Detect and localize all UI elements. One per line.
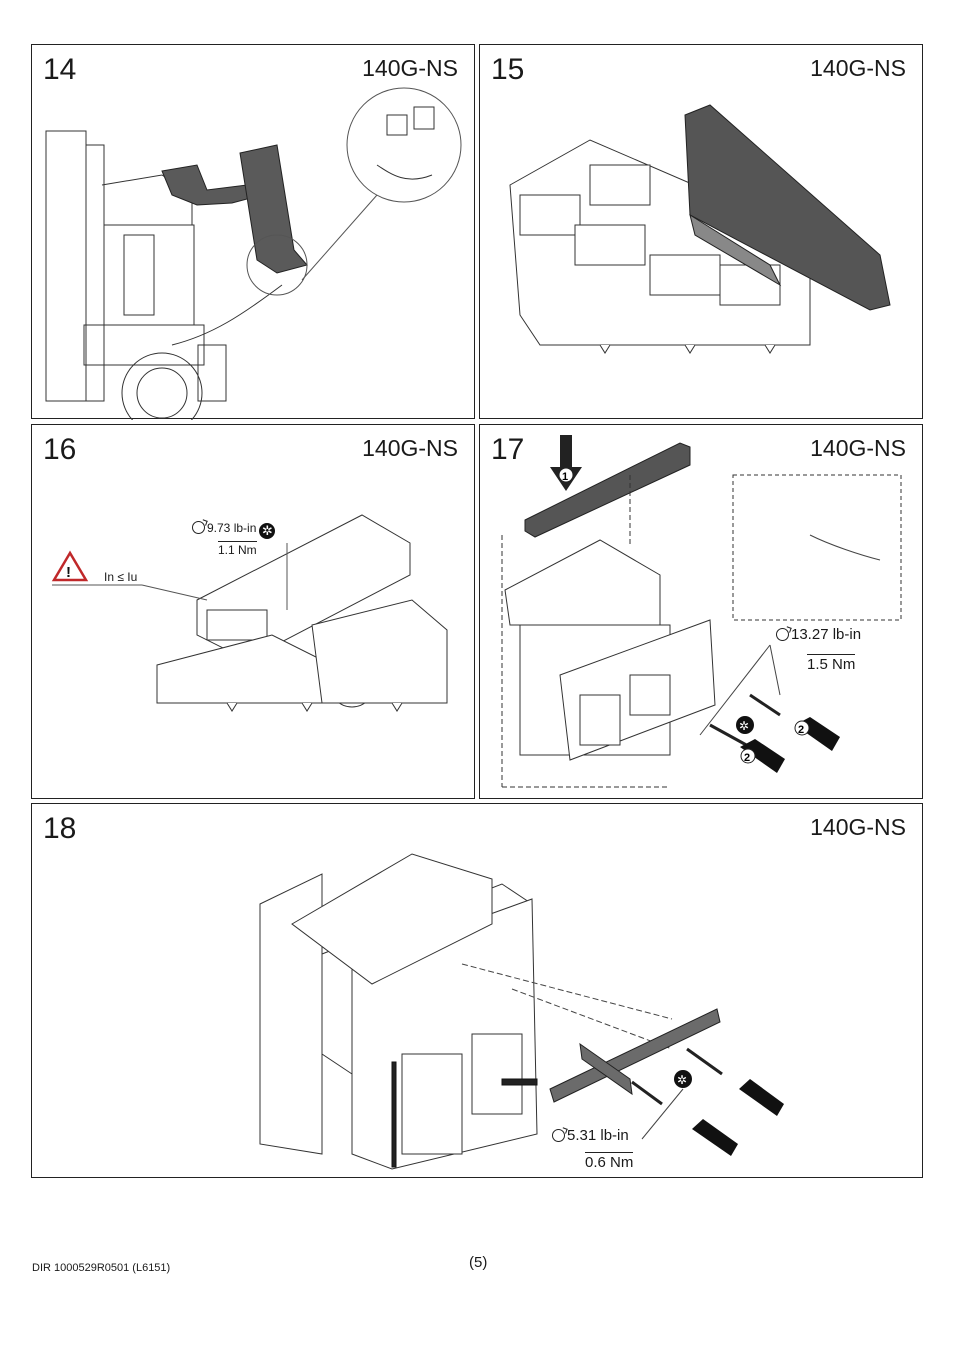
model-label: 140G-NS — [362, 435, 458, 461]
torque-lbin: 9.73 lb-in — [207, 521, 257, 535]
illustration-step-15 — [509, 104, 891, 354]
torx-screw-icon: ✲ — [259, 523, 276, 539]
push-arrow-icon — [692, 1079, 784, 1156]
torque-lbin: 13.27 lb-in — [791, 626, 862, 643]
torque-nm-16: 1.1 Nm — [218, 541, 257, 557]
model-label: 140G-NS — [810, 55, 906, 81]
warning-triangle-icon: ! — [51, 550, 89, 582]
callout-1: 1 — [562, 471, 568, 483]
page-number: (5) — [469, 1254, 488, 1271]
panel-step-14: 14 140G-NS — [31, 44, 475, 420]
push-arrow-icon — [550, 435, 582, 491]
torque-spec-18: 5.31 lb-in — [552, 1128, 629, 1143]
illustration-step-14 — [45, 87, 462, 420]
torque-nm-17: 1.5 Nm — [807, 654, 856, 673]
torque-lbin: 5.31 lb-in — [567, 1127, 629, 1144]
warning-text: In ≤ Iu — [104, 570, 138, 584]
step-number: 18 — [43, 812, 77, 845]
torx-screw-icon: ✲ — [677, 1073, 687, 1087]
panel-step-17: 1 ✲ 2 2 13.27 — [479, 424, 923, 799]
model-label: 140G-NS — [810, 814, 906, 840]
torque-spec-16: 9.73 lb-in✲ — [192, 521, 276, 539]
illustration-step-17: 1 ✲ 2 2 — [501, 435, 902, 788]
step-number: 16 — [43, 433, 77, 466]
svg-text:!: ! — [66, 564, 71, 581]
step-number: 14 — [43, 53, 77, 86]
illustration-step-16: ! — [51, 514, 448, 712]
torque-wrench-icon — [552, 1129, 565, 1142]
torque-wrench-icon — [192, 521, 205, 534]
document-reference: DIR 1000529R0501 (L6151) — [32, 1262, 171, 1274]
panel-step-18: ✲ 5.31 lb-in 0.6 Nm 18 140G-NS — [31, 803, 923, 1178]
torx-screw-icon: ✲ — [739, 719, 749, 733]
model-label: 140G-NS — [362, 55, 458, 81]
step-number: 15 — [491, 53, 525, 86]
callout-2b: 2 — [744, 752, 750, 764]
step-number: 17 — [491, 433, 525, 466]
model-label: 140G-NS — [810, 435, 906, 461]
torque-spec-17: 13.27 lb-in — [776, 627, 861, 642]
illustration-step-18: ✲ — [259, 853, 784, 1170]
panel-step-15: 15 140G-NS — [479, 44, 923, 419]
panel-step-16: ! 9.73 lb-in✲ 1.1 Nm In ≤ Iu 16 140G-NS — [31, 424, 475, 799]
torque-nm-18: 0.6 Nm — [585, 1152, 634, 1171]
torque-wrench-icon — [776, 628, 789, 641]
callout-2a: 2 — [798, 724, 804, 736]
